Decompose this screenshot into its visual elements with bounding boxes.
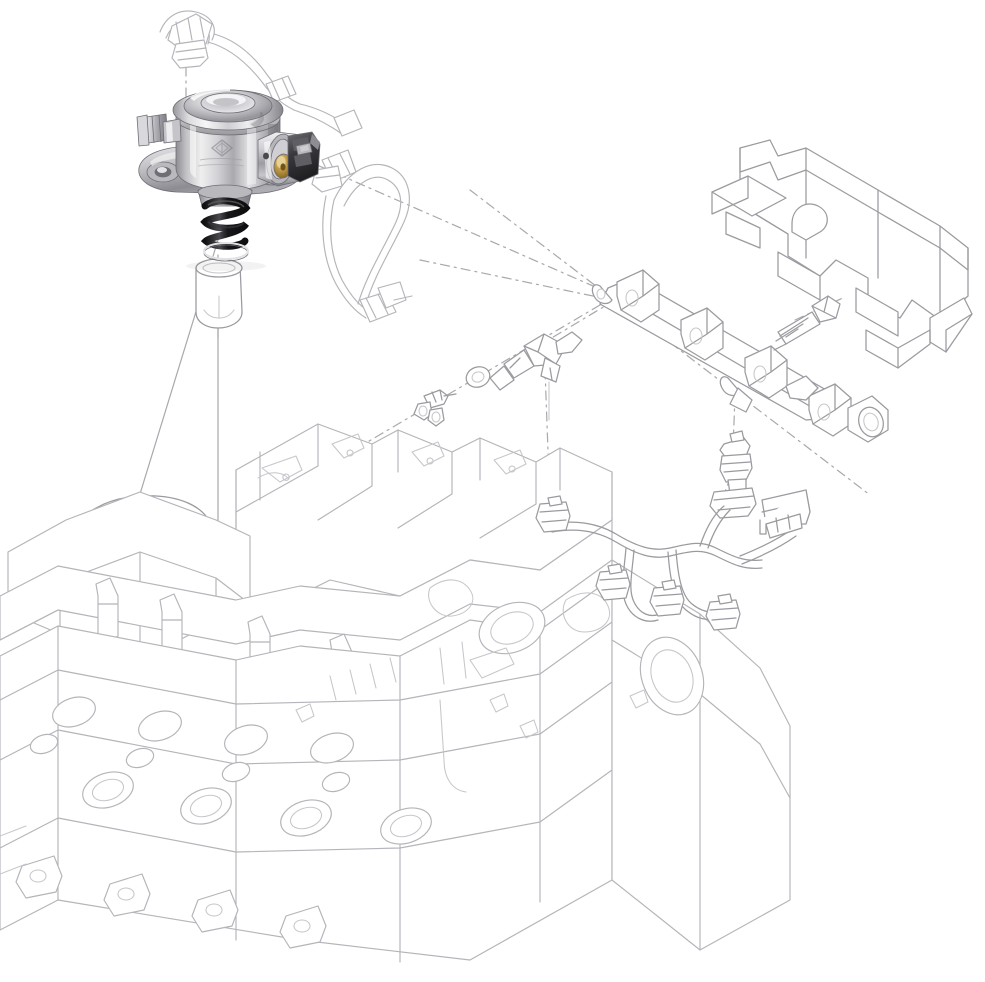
rail-mounting-bolt	[773, 295, 841, 351]
leader-rail-left-end	[539, 299, 616, 346]
engine-block-assembly	[0, 423, 791, 963]
fuel-rail-heat-shield	[711, 139, 973, 369]
harness-main-connector	[759, 489, 811, 539]
pump-solenoid-valve	[257, 131, 321, 187]
pump-outlet-spring	[197, 184, 253, 262]
high-pressure-fuel-pump	[136, 86, 321, 271]
roller-tappet	[195, 258, 243, 329]
rail-injector-cups	[616, 269, 852, 437]
pump-spring	[200, 197, 251, 250]
pump-inlet-fuel-line	[159, 10, 363, 137]
injector-o-ring	[465, 366, 491, 388]
leader-line-to-rail	[419, 259, 613, 301]
leader-pump-to-rail	[259, 139, 626, 301]
pump-top-cap	[172, 86, 284, 131]
pump-logo-emboss	[197, 139, 245, 167]
leader-rail-to-head	[319, 304, 601, 471]
pump-inlet-nipple	[136, 113, 169, 147]
injector-retaining-clip	[413, 389, 457, 427]
fuel-rail	[591, 269, 889, 443]
block-mounting-lugs	[15, 855, 327, 949]
pump-side-lug	[162, 118, 182, 144]
injector-wiring-harness	[535, 489, 811, 631]
harness-connectors	[535, 495, 741, 631]
fuel-pressure-sensor	[709, 430, 757, 519]
cylinder-ports	[29, 696, 432, 845]
fuel-injector	[489, 331, 583, 421]
high-pressure-fuel-line	[311, 149, 413, 323]
